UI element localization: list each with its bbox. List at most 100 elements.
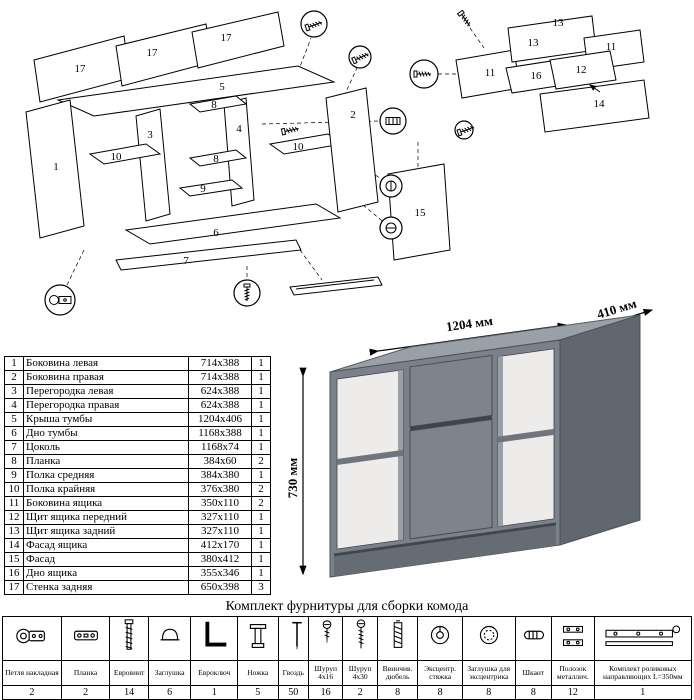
hardware-qty: 14 xyxy=(109,685,149,700)
hardware-qty-row: 2 2 14 6 1 5 50 16 2 8 8 8 8 12 1 xyxy=(2,685,693,700)
part-number: 17 xyxy=(4,580,24,595)
part-qty: 1 xyxy=(251,412,271,427)
part-qty: 2 xyxy=(251,454,271,469)
part-number: 16 xyxy=(4,566,24,581)
hardware-qty: 5 xyxy=(237,685,279,700)
part-label: 10 xyxy=(293,141,305,153)
part-name: Планка xyxy=(23,454,189,469)
width-dimension-label: 1204 мм xyxy=(445,313,494,334)
part-label: 1 xyxy=(53,161,59,173)
part-qty: 1 xyxy=(251,398,271,413)
part-back-panel xyxy=(191,11,285,69)
hardware-name: Полозок металлич. xyxy=(551,660,595,686)
part-number: 1 xyxy=(4,356,24,371)
part-label: 17 xyxy=(147,47,159,59)
part-name: Фасад xyxy=(23,552,189,567)
part-bottom-panel xyxy=(124,203,342,245)
exploded-diagrams: 17 17 17 5 1 3 4 8 8 9 10 10 2 6 7 15 xyxy=(25,9,650,316)
part-side-left xyxy=(25,99,85,239)
hardware-kit-title: Комплект фурнитуры для сборки комода xyxy=(225,599,469,614)
part-size: 412x170 xyxy=(188,538,252,553)
cabinet-exploded-view xyxy=(25,11,451,271)
drawer-gap xyxy=(410,415,492,431)
part-name: Фасад ящика xyxy=(23,538,189,553)
part-size: 380x412 xyxy=(188,552,252,567)
part-number: 9 xyxy=(4,468,24,483)
hardware-qty: 1 xyxy=(190,685,239,700)
hinge-icon xyxy=(16,628,45,644)
part-name: Боковина ящика xyxy=(23,496,189,511)
part-name: Цоколь xyxy=(23,440,189,455)
part-label: 5 xyxy=(219,81,225,93)
part-number-labels-right: 13 13 11 11 16 12 14 xyxy=(485,17,617,110)
part-size: 327x110 xyxy=(188,524,252,539)
part-number: 12 xyxy=(4,510,24,525)
part-size: 376x380 xyxy=(188,482,252,497)
eccentric-cap-icon xyxy=(479,625,498,645)
part-label: 6 xyxy=(213,227,219,239)
hardware-name: Планка xyxy=(60,660,111,686)
part-name: Боковина левая xyxy=(23,356,189,371)
height-dimension-label: 730 мм xyxy=(288,458,300,499)
part-name: Крыша тумбы xyxy=(23,412,189,427)
wooden-dowel-icon xyxy=(523,630,544,640)
hardware-qty: 8 xyxy=(461,685,516,700)
hex-key-icon xyxy=(205,621,227,647)
hardware-kit-table: Петля накладная Планка Евровинт Заглушка… xyxy=(2,616,693,700)
part-label: 11 xyxy=(485,67,496,79)
part-number: 10 xyxy=(4,482,24,497)
shelf-left xyxy=(337,449,403,466)
hardware-name: Шкант xyxy=(514,660,553,686)
metal-runner-icon xyxy=(562,625,583,647)
part-number: 14 xyxy=(4,538,24,553)
part-drawer-facade xyxy=(539,79,650,133)
hardware-name: Эксцентр. стяжка xyxy=(417,660,463,686)
foot-icon xyxy=(249,624,266,648)
hardware-name: Комплект роликовых направляющих L=350мм xyxy=(593,660,693,686)
part-number: 3 xyxy=(4,384,24,399)
screw-dowel-icon xyxy=(393,620,402,648)
hardware-name: Заглушка xyxy=(147,660,192,686)
hardware-qty: 12 xyxy=(551,685,595,700)
part-name: Дно тумбы xyxy=(23,426,189,441)
part-size: 650x398 xyxy=(188,580,252,595)
eccentric-cam-icon xyxy=(430,625,450,645)
drawer-rail-detail xyxy=(289,276,383,296)
hardware-qty: 50 xyxy=(277,685,309,700)
part-side-right xyxy=(325,87,379,213)
part-qty: 1 xyxy=(251,510,271,525)
part-number: 15 xyxy=(4,552,24,567)
drawer-front xyxy=(409,354,493,428)
part-size: 714x388 xyxy=(188,370,252,385)
cap-icon xyxy=(160,628,180,641)
screw-4x30-icon xyxy=(357,619,366,649)
part-label: 7 xyxy=(183,255,189,267)
part-plank xyxy=(188,95,248,113)
part-qty: 1 xyxy=(251,370,271,385)
hardware-name: Евроключ xyxy=(190,660,239,686)
hardware-qty: 6 xyxy=(147,685,192,700)
drawer-exploded-view xyxy=(455,15,650,133)
part-size: 624x388 xyxy=(188,384,252,399)
part-qty: 1 xyxy=(251,426,271,441)
part-label: 4 xyxy=(236,123,242,135)
part-plinth xyxy=(115,239,302,271)
fastener-glyphs xyxy=(49,9,476,305)
dresser-render: 1204 мм 410 мм 730 мм xyxy=(288,300,654,578)
part-size: 1168x74 xyxy=(188,440,252,455)
part-number-labels-left: 17 17 17 5 1 3 4 8 8 9 10 10 2 6 7 15 xyxy=(53,32,426,267)
part-label: 8 xyxy=(211,99,217,111)
part-size: 1168x388 xyxy=(188,426,252,441)
eccentric-glyph xyxy=(385,222,397,234)
